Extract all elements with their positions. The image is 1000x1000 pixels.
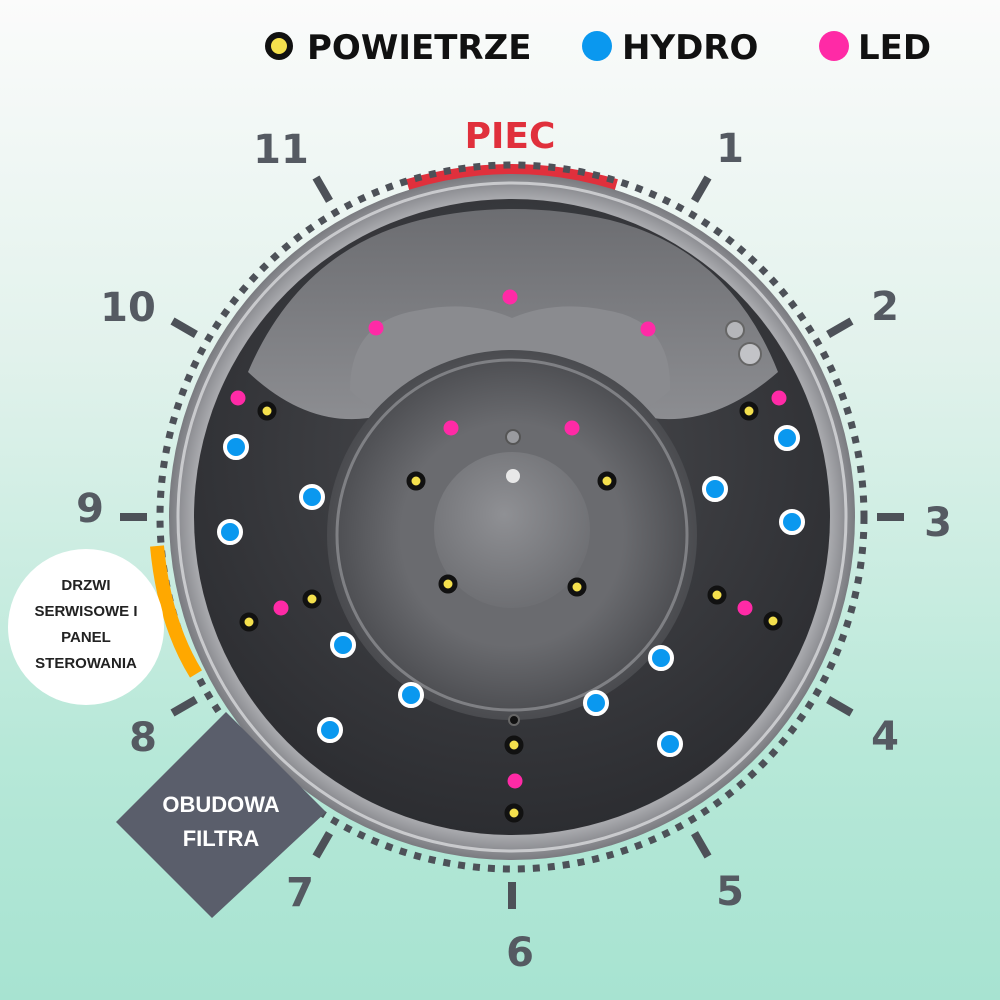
water-inlet-icon [505,429,521,445]
service-door-badge: DRZWI SERWISOWE I PANEL STEROWANIA [8,549,164,705]
led-legend-icon [819,31,849,61]
clock-label-8: 8 [129,715,157,761]
led-light-icon [507,773,523,789]
hydro-jet-icon [317,717,343,743]
clock-label-1: 1 [716,126,744,172]
air-jet-icon [504,735,524,755]
clock-tick-10 [170,317,198,338]
led-light-icon [737,600,753,616]
overflow-icon [508,714,520,726]
footwell [434,452,590,608]
clock-tick-11 [312,175,333,203]
hydro-jet-icon [702,476,728,502]
control-knob-icon [738,342,762,366]
air-jet-icon [302,589,322,609]
hydro-jet-icon [774,425,800,451]
service-door-arc [150,545,202,678]
control-knob-icon [725,320,745,340]
led-light-icon [443,420,459,436]
clock-label-3: 3 [924,500,952,546]
hydro-jet-icon [299,484,325,510]
service-door-label-line-4: STEROWANIA [35,655,137,672]
hydro-jet-icon [217,519,243,545]
heater-arc [406,164,618,193]
hydro-jet-icon [657,731,683,757]
air-jet-icon [707,585,727,605]
clock-tick-5 [691,831,712,859]
air-jet-icon [257,401,277,421]
clock-tick-1 [691,175,712,203]
hydro-jet-icon [398,682,424,708]
air-jet-icon [763,611,783,631]
dotted-perimeter [156,161,868,873]
filter-housing-label-line-2: FILTRA [183,826,260,851]
hydro-jet-icon [583,690,609,716]
air-jet-icon [438,574,458,594]
clock-ticks [120,175,904,909]
led-light-icon [640,321,656,337]
heater-label: PIEC [465,116,556,157]
clock-label-2: 2 [871,284,899,330]
tub-rim-highlight [176,181,848,853]
clock-label-11: 11 [253,127,309,173]
air-jet-icon [239,612,259,632]
led-light-icon [502,289,518,305]
air-jet-icon [567,577,587,597]
clock-label-4: 4 [871,714,899,760]
clock-tick-8 [170,696,198,717]
air-jet-icon [504,803,524,823]
clock-labels: 1 2 3 4 5 6 7 8 9 10 11 [76,126,952,976]
led-light-icon [771,390,787,406]
clock-label-9: 9 [76,486,104,532]
clock-tick-4 [826,696,854,717]
hydro-jet-icon [330,632,356,658]
clock-label-5: 5 [716,869,744,915]
jets-and-lights [217,289,805,823]
filter-housing: OBUDOWA FILTRA [116,712,326,918]
air-legend-icon [265,32,293,60]
clock-label-6: 6 [506,930,534,976]
service-door-label-line-1: DRZWI [61,577,110,594]
led-light-icon [368,320,384,336]
air-jet-icon [597,471,617,491]
led-light-icon [273,600,289,616]
filter-housing-label-line-1: OBUDOWA [162,792,279,817]
legend-air-label: POWIETRZE [307,28,531,68]
hydro-jet-icon [648,645,674,671]
service-door-label-line-2: SERWISOWE I [34,603,137,620]
filter-housing-shape [116,712,326,918]
led-light-icon [564,420,580,436]
service-door-circle [8,549,164,705]
service-door-label-line-3: PANEL [61,629,111,646]
hydro-legend-icon [582,31,612,61]
clock-tick-7 [312,831,333,859]
clock-tick-2 [826,317,854,338]
clock-label-7: 7 [286,870,314,916]
floor-drain-icon [506,469,520,483]
hydro-jet-icon [779,509,805,535]
air-jet-icon [739,401,759,421]
legend: POWIETRZE HYDRO LED [265,28,931,68]
air-jet-icon [406,471,426,491]
legend-led-label: LED [858,28,931,68]
legend-hydro-label: HYDRO [622,28,758,68]
hydro-jet-icon [223,434,249,460]
clock-label-10: 10 [100,285,156,331]
led-light-icon [230,390,246,406]
inner-seat-edge [335,358,689,712]
